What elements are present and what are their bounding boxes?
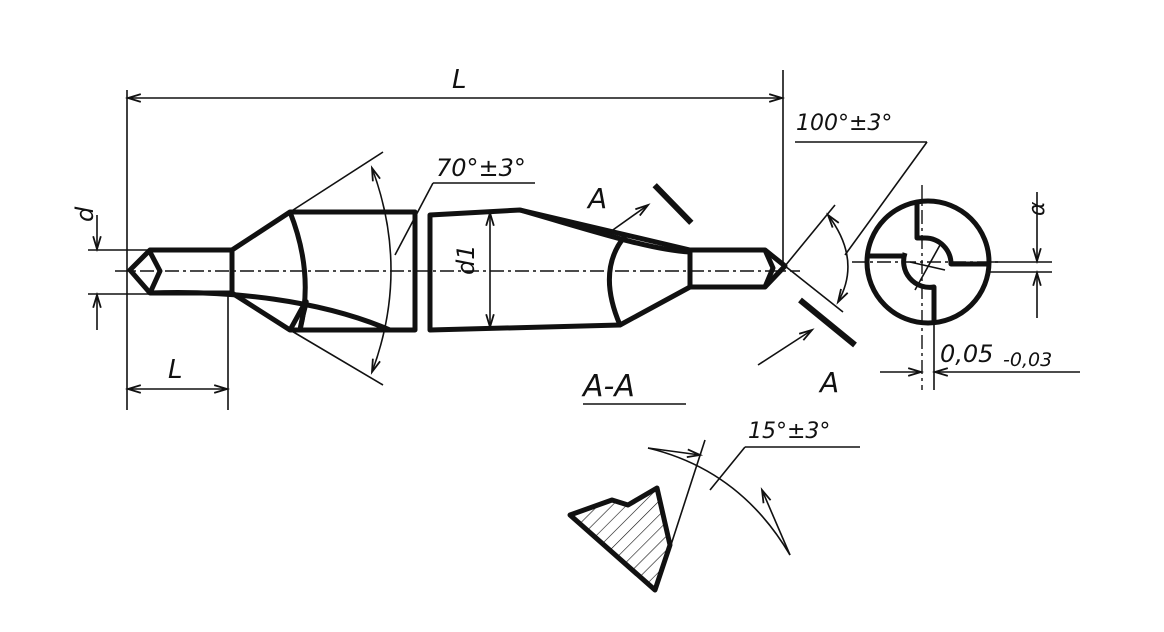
web-offset-label: α: [1025, 201, 1050, 216]
pilot-diameter-label: d: [71, 206, 99, 222]
angle-70-dimension: 70°±3°: [289, 151, 535, 386]
web-tolerance-label: -0,03: [1003, 349, 1052, 371]
drill-right-part: [427, 207, 788, 333]
section-mark-top: A: [586, 182, 694, 233]
section-profile: 15°±3°: [567, 419, 860, 593]
overall-length-dimension: L: [124, 65, 786, 410]
drill-left-part: [127, 209, 418, 333]
web-thickness-label: 0,05: [940, 340, 993, 368]
web-thickness-dimension: 0,05 -0,03: [880, 340, 1080, 377]
body-diameter-dimension: d1: [452, 209, 495, 331]
angle-15-label: 15°±3°: [748, 419, 830, 444]
angle-70-label: 70°±3°: [436, 154, 526, 182]
overall-length-label: L: [452, 65, 467, 95]
pilot-length-dimension: L: [124, 296, 231, 410]
angle-100-label: 100°±3°: [796, 111, 892, 136]
section-mark-bottom-label: A: [818, 366, 839, 399]
section-mark-top-label: A: [586, 182, 607, 215]
end-view: α: [852, 185, 1052, 390]
section-title: A-A: [581, 369, 635, 404]
section-mark-bottom: A: [757, 297, 857, 399]
pilot-length-label: L: [168, 355, 183, 385]
body-diameter-label: d1: [452, 244, 480, 275]
pilot-diameter-dimension: d: [71, 206, 150, 330]
angle-100-dimension: 100°±3°: [784, 111, 928, 313]
